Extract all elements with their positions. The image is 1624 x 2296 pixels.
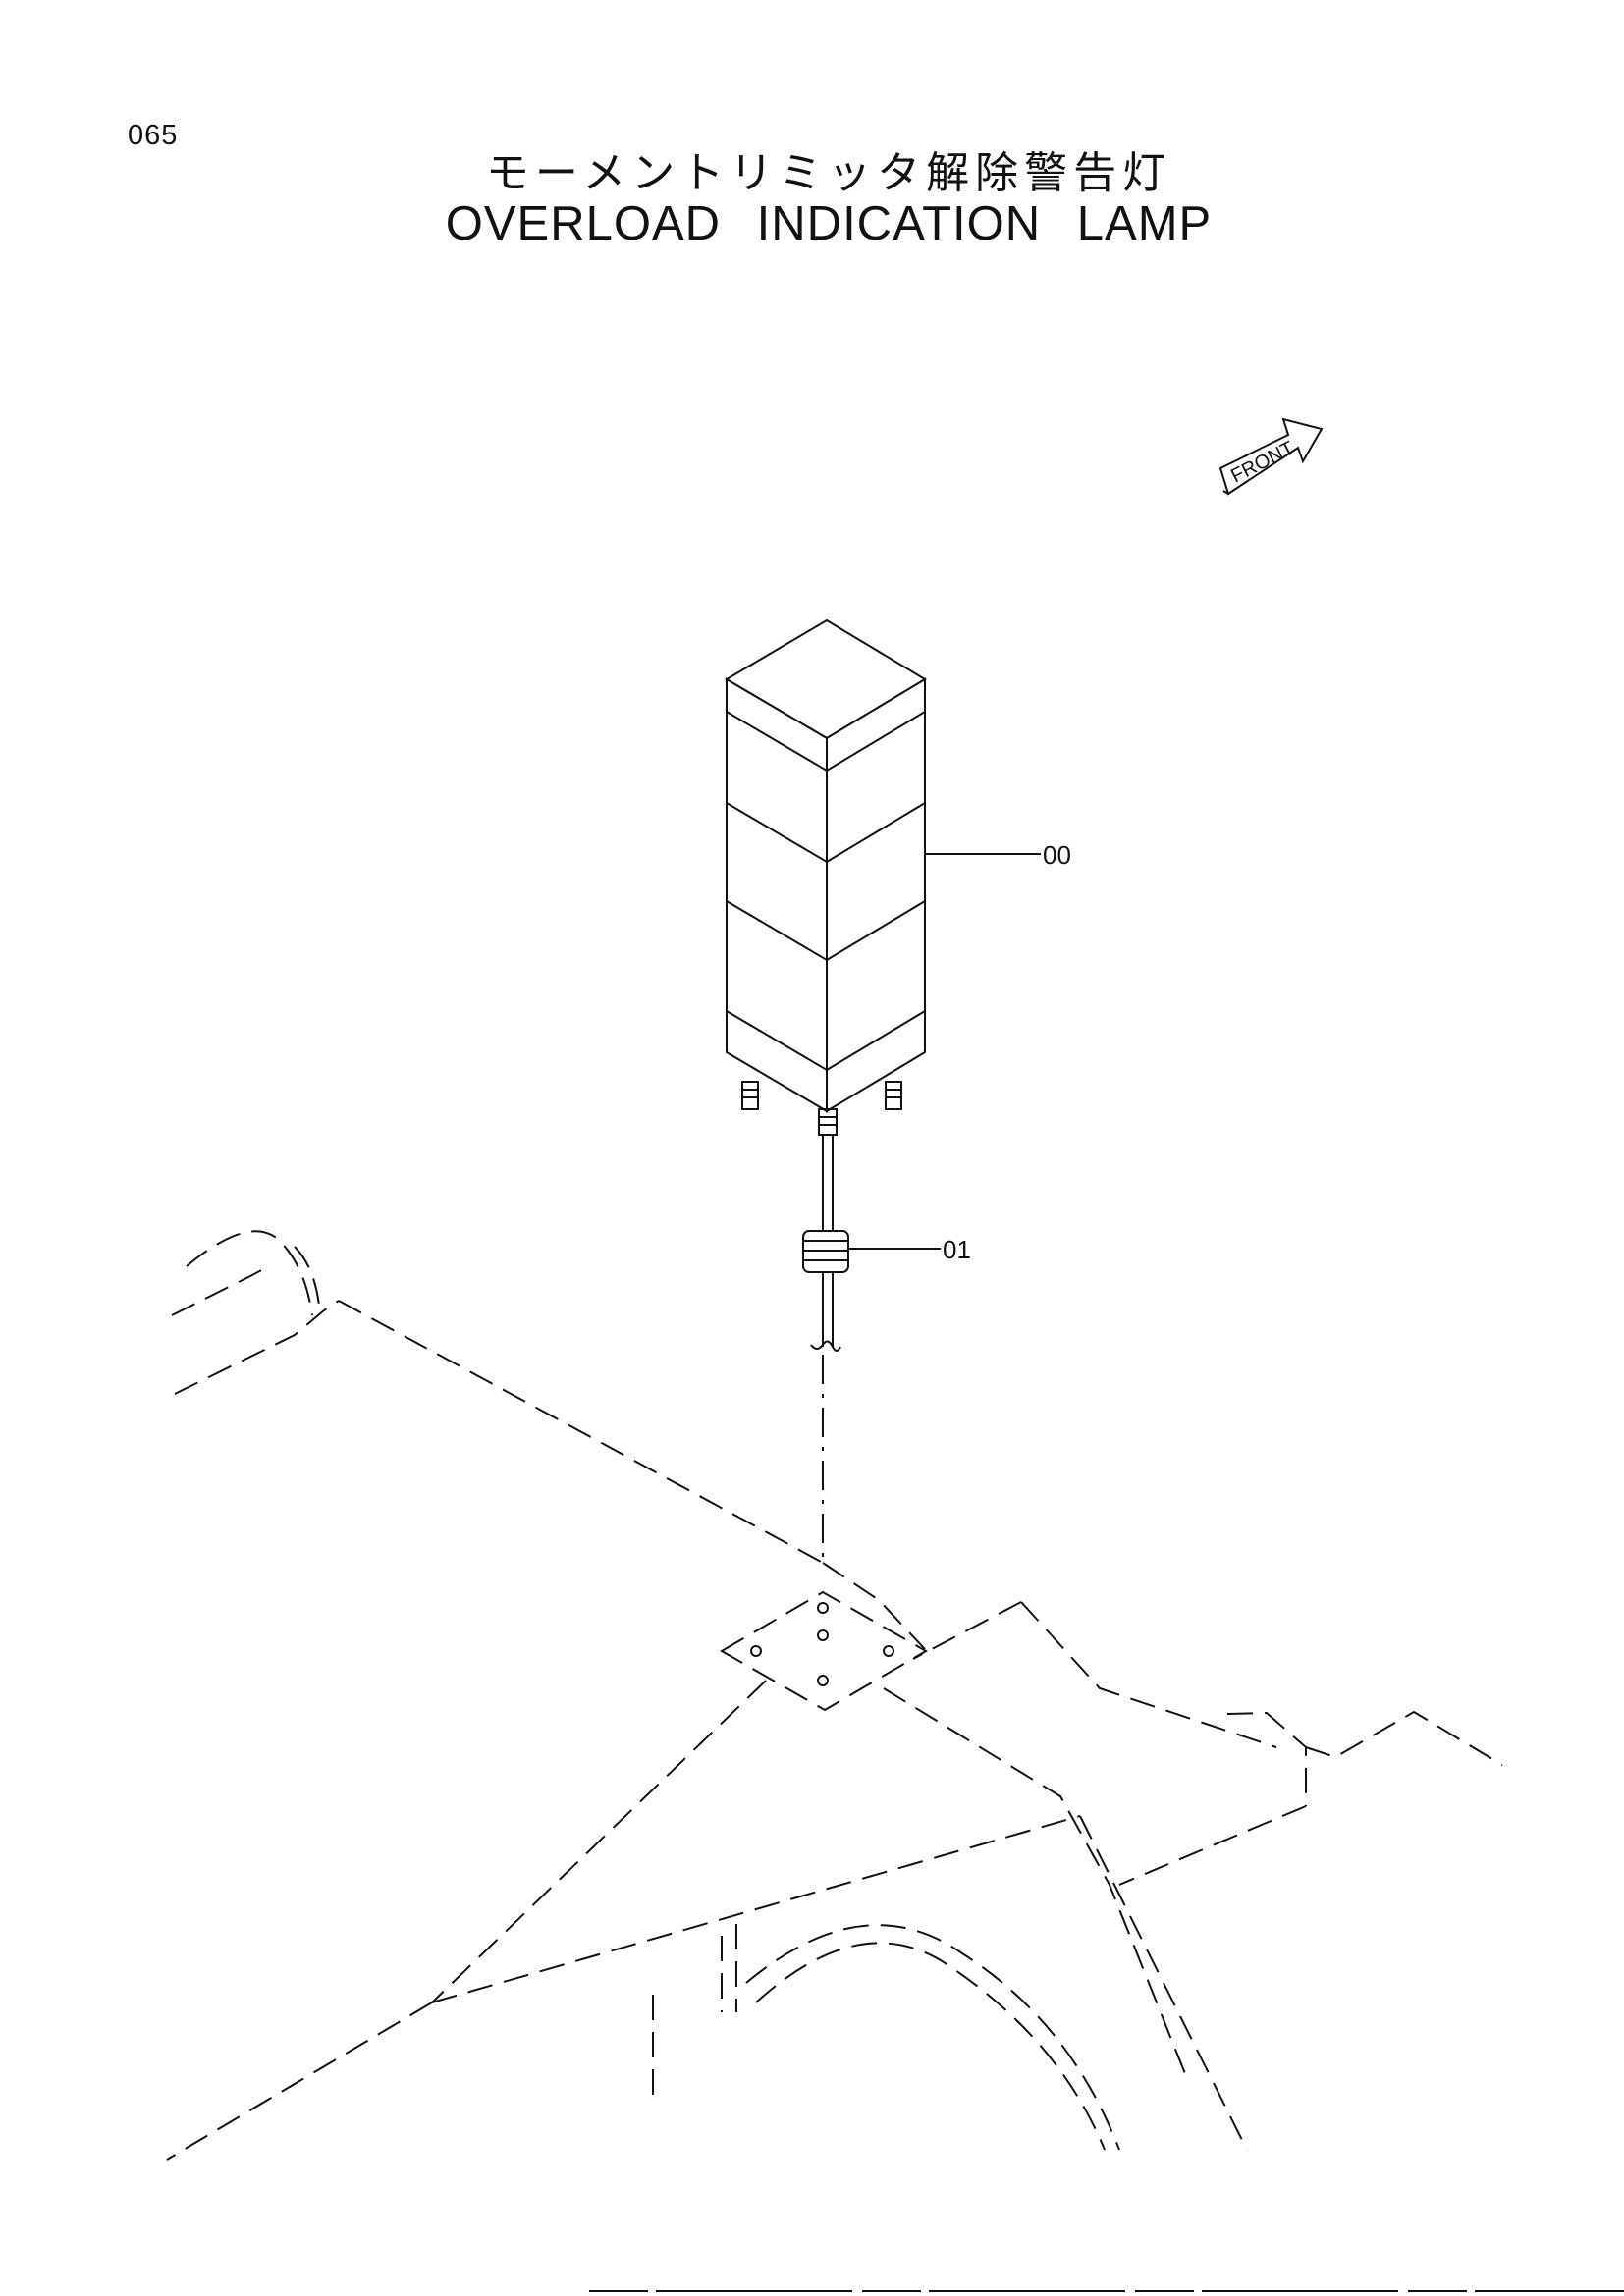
front-arrow-label: FRONT	[1227, 438, 1297, 488]
part-ref-01: 01	[943, 1235, 971, 1264]
front-arrow-icon: FRONT	[1218, 417, 1324, 496]
overload-lamp-tower	[725, 618, 927, 1136]
callout-01: 01	[848, 1235, 971, 1264]
mounting-holes	[750, 1602, 894, 1686]
page-number: 065	[128, 120, 179, 151]
page-title-english: OVERLOAD INDICATION LAMP	[445, 197, 1213, 250]
page-title-japanese: モーメントリミッタ解除警告灯	[485, 148, 1172, 198]
part-ref-00: 00	[1043, 840, 1071, 870]
cable-grommet	[802, 1230, 849, 1273]
callout-00: 00	[925, 840, 1071, 870]
machine-body-outline	[166, 1230, 1503, 2161]
